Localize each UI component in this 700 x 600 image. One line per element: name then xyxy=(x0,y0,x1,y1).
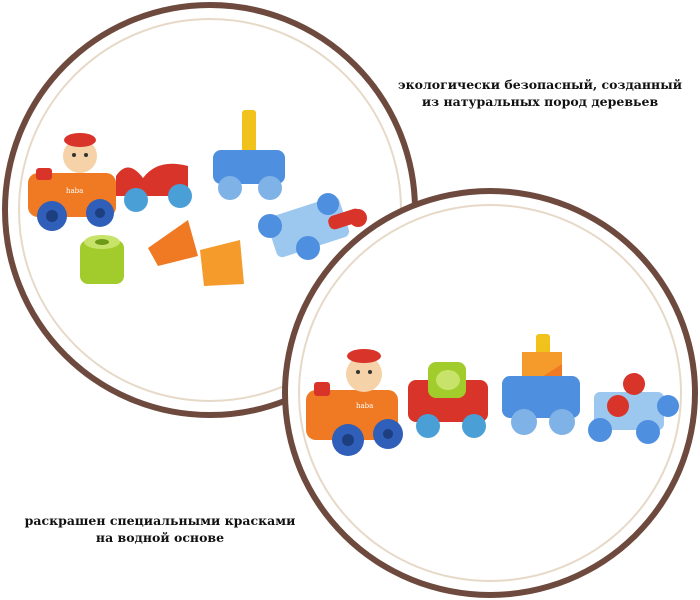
red-car xyxy=(116,163,192,212)
haba-logo: haba xyxy=(356,402,373,410)
orange-block-1 xyxy=(148,220,198,266)
race-car xyxy=(258,193,367,260)
blue-car-with-blocks xyxy=(502,334,580,435)
haba-logo: haba xyxy=(66,187,83,195)
race-car xyxy=(588,373,679,444)
caption-bottom-line-1: раскрашен специальными красками xyxy=(24,513,296,528)
blue-car xyxy=(213,110,285,200)
red-car-with-spool xyxy=(408,362,488,438)
bottom-photo-inner-ring xyxy=(298,204,682,582)
orange-locomotive: haba xyxy=(28,133,116,231)
orange-block-2 xyxy=(200,240,244,286)
caption-top: экологически безопасный, созданный из на… xyxy=(380,76,700,110)
green-spool xyxy=(80,235,124,284)
caption-top-line-2: из натуральных пород деревьев xyxy=(421,94,659,109)
orange-locomotive: haba xyxy=(306,349,403,456)
caption-top-line-1: экологически безопасный, созданный xyxy=(398,77,682,92)
caption-bottom: раскрашен специальными красками на водно… xyxy=(0,512,320,546)
top-photo-frame: haba xyxy=(2,2,418,418)
bottom-toys-photo: haba xyxy=(306,334,679,456)
caption-bottom-line-2: на водной основе xyxy=(95,530,225,545)
bottom-photo-frame: haba xyxy=(282,188,698,598)
top-toys-photo: haba xyxy=(28,110,367,286)
